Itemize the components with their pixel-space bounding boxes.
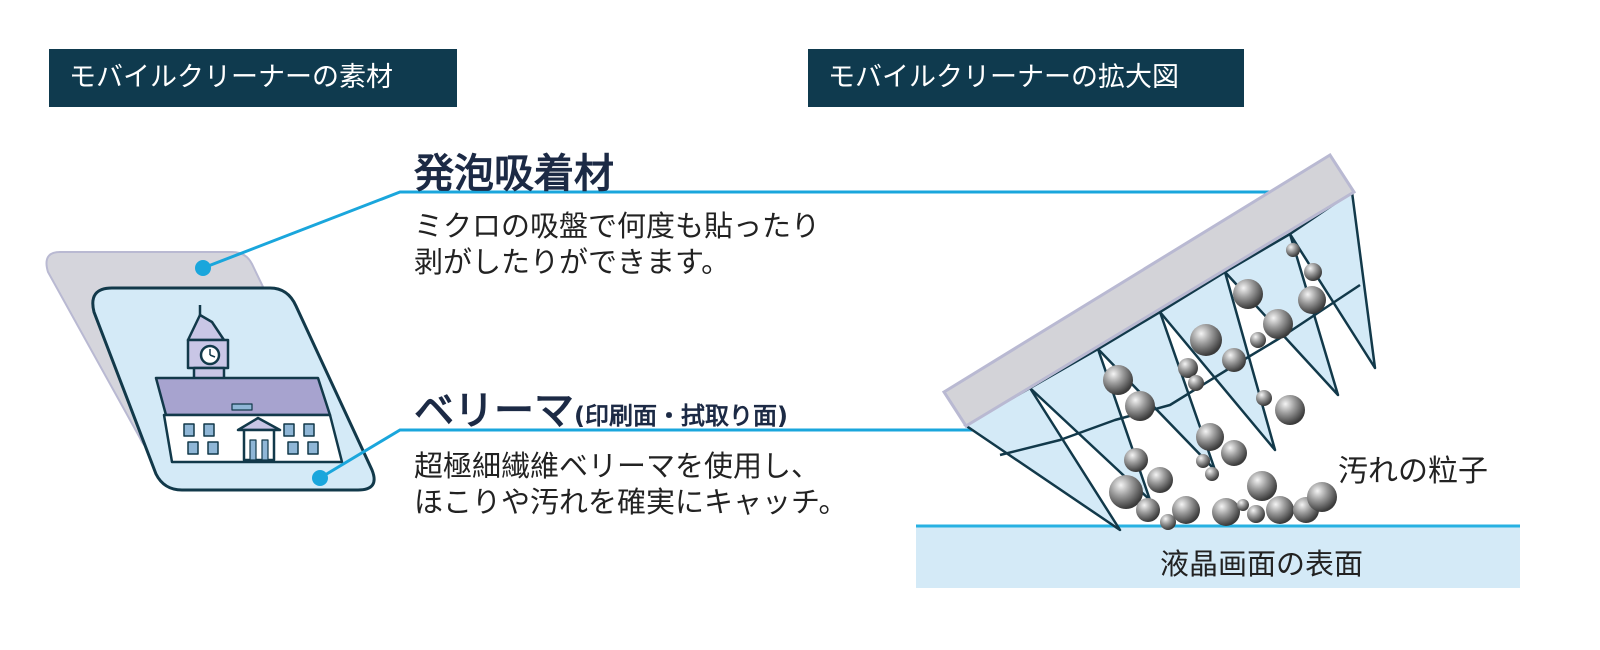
- lcd-surface: [916, 526, 1520, 588]
- foam-desc-line1: ミクロの吸盤で何度も貼ったり: [414, 209, 821, 243]
- clock-tower-illustration: [154, 305, 344, 464]
- material-label: モバイルクリーナーの素材: [49, 49, 457, 107]
- foam-title-text: 発泡吸着材: [414, 151, 614, 197]
- foam-title: 発泡吸着材: [414, 141, 614, 199]
- foam-description: ミクロの吸盤で何度も貼ったり 剥がしたりができます。: [414, 208, 820, 280]
- bemliese-subtitle: (印刷面・拭取り面): [574, 402, 788, 430]
- callout-lines: [202, 190, 1296, 480]
- bemliese-title: ベリーマ(印刷面・拭取り面): [414, 378, 788, 436]
- bemliese-desc-line1: 超極細繊維ベリーマを使用し、: [414, 449, 821, 483]
- fiber-layer: [963, 190, 1377, 532]
- bemliese-desc-line2: ほこりや汚れを確実にキャッチ。: [414, 485, 848, 519]
- particles-label: 汚れの粒子: [1338, 454, 1488, 489]
- magnified-label: モバイルクリーナーの拡大図: [808, 49, 1244, 107]
- foam-band: [941, 152, 1357, 429]
- dirt-particles: [1103, 243, 1337, 530]
- lcd-surface-label: 液晶画面の表面: [1160, 547, 1364, 581]
- bemliese-title-text: ベリーマ: [414, 388, 574, 434]
- foam-desc-line2: 剥がしたりができます。: [414, 245, 731, 279]
- bemliese-description: 超極細繊維ベリーマを使用し、 ほこりや汚れを確実にキャッチ。: [414, 448, 848, 520]
